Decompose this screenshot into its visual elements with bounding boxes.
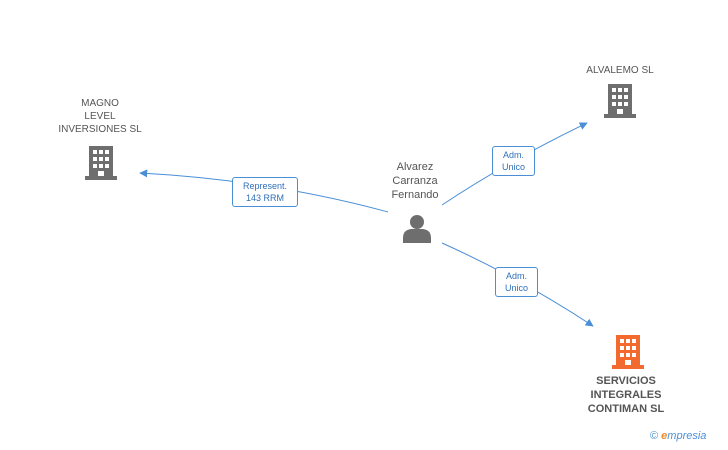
brand-name: mpresia <box>667 430 707 442</box>
edge-label-adm-unico-servicios[interactable]: Adm. Unico <box>495 267 538 297</box>
servicios-label: SERVICIOS INTEGRALES CONTIMAN SL <box>587 375 665 415</box>
person-label: Alvarez Carranza Fernando <box>391 161 439 201</box>
magno-label: MAGNO LEVEL INVERSIONES SL <box>58 98 142 135</box>
alvalemo-label: ALVALEMO SL <box>586 65 654 76</box>
edge-label-represent[interactable]: Represent. 143 RRM <box>232 177 298 207</box>
building-icon-highlighted[interactable] <box>612 335 644 369</box>
brand-e: e <box>661 430 668 442</box>
building-icon[interactable] <box>85 146 117 180</box>
building-icon[interactable] <box>604 84 636 118</box>
person-icon[interactable] <box>402 213 432 243</box>
copyright-symbol: © <box>650 430 659 442</box>
edge-label-adm-unico-alvalemo[interactable]: Adm. Unico <box>492 146 535 176</box>
empresia-logo[interactable]: © empresia <box>650 430 706 442</box>
